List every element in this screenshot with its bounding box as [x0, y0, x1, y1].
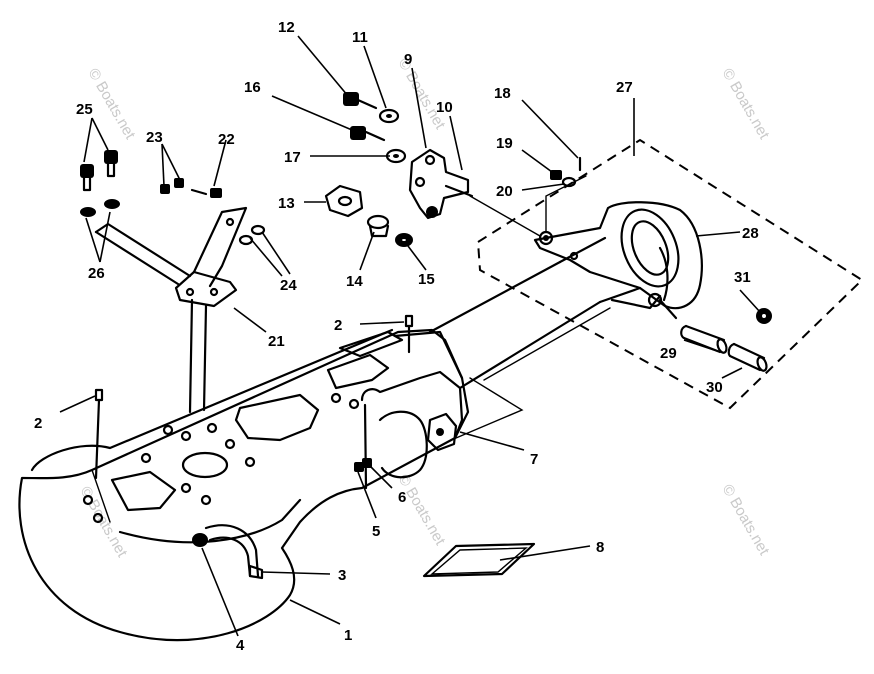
part-29-pin [680, 324, 728, 354]
part-13-nut [324, 184, 364, 218]
part-2-grease-fitting-a [404, 314, 414, 354]
callout-21: 21 [268, 333, 285, 350]
part-30-pin [727, 342, 768, 372]
part-19-screw [550, 170, 562, 180]
part-8-decal [422, 542, 536, 578]
part-26-washers [80, 199, 120, 217]
callout-22: 22 [218, 131, 235, 148]
callout-29: 29 [660, 345, 677, 362]
callout-31: 31 [734, 269, 751, 286]
callout-3: 3 [338, 567, 346, 584]
part-10-rod [469, 195, 541, 237]
callout-8: 8 [596, 539, 604, 556]
part-1-main-bracket [18, 328, 470, 642]
part-14-bushing [366, 214, 390, 238]
callout-16: 16 [244, 79, 261, 96]
callout-17: 17 [284, 149, 301, 166]
callout-14: 14 [346, 273, 363, 290]
part-18-connection [545, 175, 587, 233]
callout-23: 23 [146, 129, 163, 146]
steering-tube [428, 236, 642, 390]
part-21-bracket [94, 206, 248, 414]
part-27-kit-outline [476, 138, 864, 410]
callout-30: 30 [706, 379, 723, 396]
part-9-bracket [408, 148, 474, 220]
part-5-fitting [354, 462, 364, 472]
watermark-top-left: © Boats.net [85, 66, 139, 143]
part-2-grease-fitting-b [94, 388, 104, 480]
leader-lines [59, 35, 761, 637]
callout-2-left: 2 [34, 415, 42, 432]
callout-11: 11 [352, 29, 368, 46]
callout-26: 26 [88, 265, 105, 282]
part-7-gasket-plate [455, 307, 611, 439]
part-16-screw [350, 126, 386, 142]
callout-10: 10 [436, 99, 453, 116]
part-6-fitting [362, 458, 372, 468]
callout-15: 15 [418, 271, 435, 288]
part-15-nut [395, 233, 413, 247]
callout-6: 6 [398, 489, 406, 506]
callout-1: 1 [344, 627, 352, 644]
callout-28: 28 [742, 225, 759, 242]
callout-4: 4 [236, 637, 245, 654]
callout-13: 13 [278, 195, 295, 212]
watermark-top-right: © Boats.net [719, 66, 773, 143]
callout-7: 7 [530, 451, 538, 468]
part-3-hose [204, 524, 264, 580]
callout-numbers: 1 2 2 3 4 5 6 7 8 9 10 11 12 13 14 15 16… [34, 19, 759, 654]
callout-5: 5 [372, 523, 380, 540]
part-4-clamp [192, 533, 208, 547]
part-28-swivel-housing [533, 201, 703, 320]
callout-2-right: 2 [334, 317, 342, 334]
callout-12: 12 [278, 19, 295, 36]
callout-9: 9 [404, 51, 412, 68]
callout-20: 20 [496, 183, 513, 200]
callout-27: 27 [616, 79, 633, 96]
watermark-mid-center: © Boats.net [395, 472, 449, 549]
part-12-screw [343, 92, 378, 110]
part-11-washer [378, 108, 400, 124]
watermark-mid-left: © Boats.net [77, 484, 131, 561]
callout-18: 18 [494, 85, 511, 102]
callout-25: 25 [76, 101, 93, 118]
callout-19: 19 [496, 135, 513, 152]
callout-24: 24 [280, 277, 297, 294]
part-25-bolts [80, 150, 118, 192]
watermark-mid-right: © Boats.net [719, 482, 773, 559]
part-22-screw [210, 188, 222, 198]
part-23-screws [160, 178, 208, 196]
